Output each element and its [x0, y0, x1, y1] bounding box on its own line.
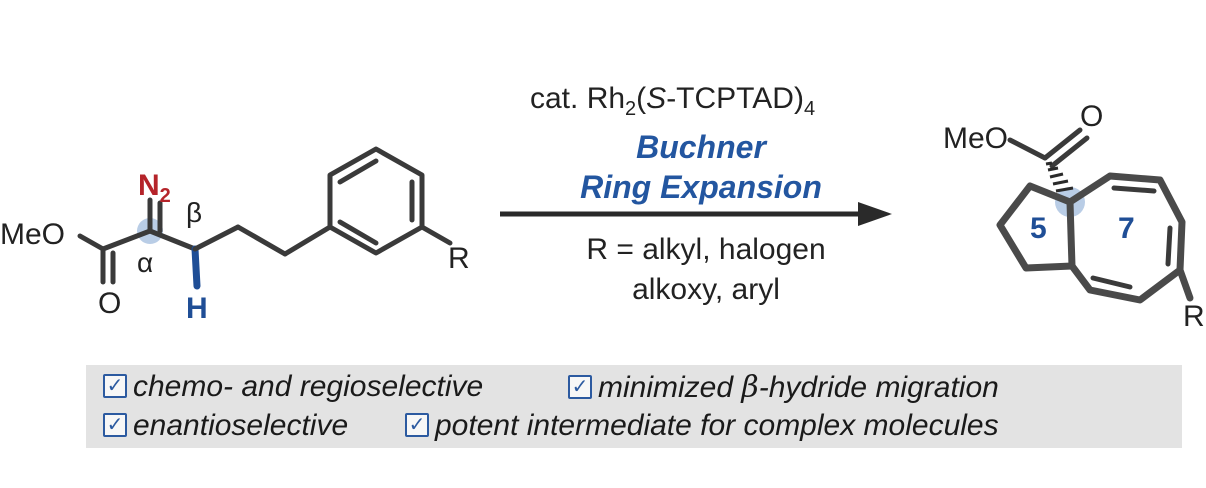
feature-text-prefix: minimized: [598, 371, 742, 404]
reaction-arrow-group: cat. Rh2(S-TCPTAD)4 Buchner Ring Expansi…: [500, 82, 892, 306]
feature-text: enantioselective: [133, 409, 349, 442]
hashed-wedge-bond: [1045, 161, 1074, 193]
substrate-carbonyl-o: O: [98, 287, 121, 320]
substrate-meo: MeO: [0, 218, 65, 251]
checkbox-icon: ✓: [568, 375, 592, 399]
ring-size-7: 7: [1118, 212, 1135, 245]
reaction-name-line1: Buchner: [636, 129, 767, 165]
product-r-group: R: [1183, 300, 1205, 333]
feature-text: chemo- and regioselective: [133, 370, 484, 403]
diazo-n2: N2: [138, 169, 171, 207]
beta-hydrogen: H: [186, 292, 208, 325]
feature-potent-intermediate: ✓potent intermediate for complex molecul…: [405, 409, 999, 443]
reaction-name-line2: Ring Expansion: [580, 169, 822, 205]
features-panel: [86, 365, 1182, 448]
substrate-molecule: MeO O N2 α β H R: [0, 146, 470, 325]
conditions-line1: R = alkyl, halogen: [586, 233, 825, 266]
catalyst-label: cat. Rh2(S-TCPTAD)4: [530, 82, 815, 120]
beta-label: β: [186, 197, 202, 228]
product-carbonyl-o: O: [1080, 100, 1103, 133]
feature-enantioselective: ✓enantioselective: [103, 409, 348, 443]
substrate-r-group: R: [448, 242, 470, 275]
feature-beta-hydride: ✓minimized β-hydride migration: [568, 370, 999, 405]
product-molecule: MeO O 5 7 R: [943, 100, 1205, 333]
feature-text: potent intermediate for complex molecule…: [435, 409, 999, 442]
arrow-head: [858, 202, 892, 226]
checkbox-icon: ✓: [405, 413, 429, 437]
feature-chemo-regio: ✓chemo- and regioselective: [103, 370, 483, 404]
beta-h-bond: [191, 245, 201, 290]
conditions-line2: alkoxy, aryl: [632, 273, 780, 306]
feature-text-suffix: -hydride migration: [758, 371, 999, 404]
checkbox-icon: ✓: [103, 413, 127, 437]
checkbox-icon: ✓: [103, 374, 127, 398]
ring-size-5: 5: [1030, 212, 1047, 245]
alpha-label: α: [137, 247, 153, 278]
feature-text-greek: β: [741, 370, 759, 405]
product-meo: MeO: [943, 122, 1008, 155]
